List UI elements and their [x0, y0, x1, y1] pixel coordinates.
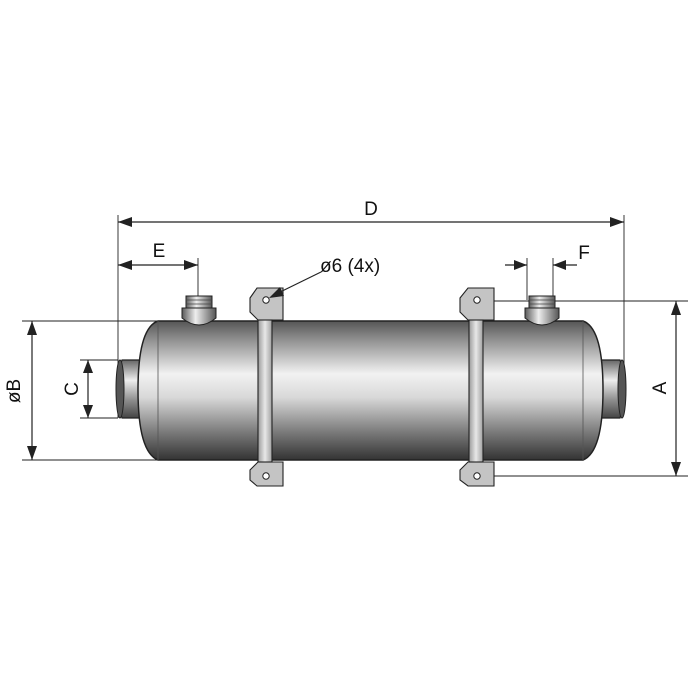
label-f: F: [578, 243, 590, 264]
left-bracket: [249, 287, 284, 487]
label-mount-holes: ø6 (4x): [320, 256, 380, 277]
label-c: C: [62, 382, 83, 396]
dimension-d: D: [118, 199, 624, 227]
right-bracket: [459, 287, 495, 487]
shell-body: [137, 320, 604, 461]
mount-hole: [473, 296, 481, 304]
dimension-a: A: [650, 301, 681, 476]
label-e: E: [153, 241, 166, 262]
left-nozzle: [181, 295, 217, 326]
mount-hole: [473, 472, 481, 480]
label-b: øB: [4, 379, 25, 403]
dimension-e: E: [118, 241, 198, 270]
mount-hole: [262, 472, 270, 480]
dimension-f: F: [505, 243, 590, 270]
dimension-b: øB: [4, 321, 37, 460]
label-d: D: [364, 199, 378, 220]
callout-mount-holes: ø6 (4x): [269, 256, 380, 298]
dimension-c: C: [62, 360, 93, 418]
mount-hole: [262, 296, 270, 304]
right-nozzle: [524, 295, 560, 326]
label-a: A: [650, 381, 671, 394]
